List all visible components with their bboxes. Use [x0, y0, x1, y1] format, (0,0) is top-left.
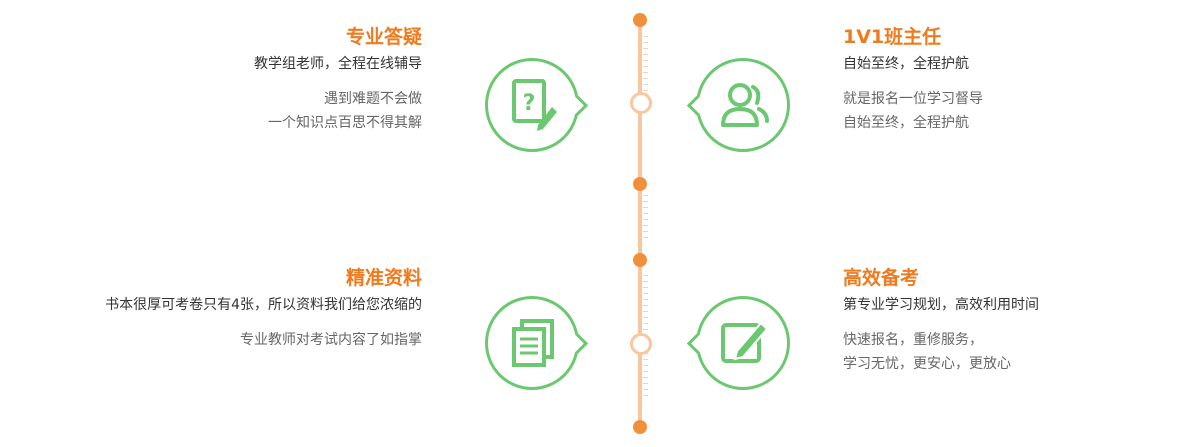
feature-icon-circle: ? — [485, 58, 589, 152]
feature-line: 自始至终，全程护航 — [843, 115, 969, 131]
documents-icon — [512, 319, 554, 367]
feature-answering: 专业答疑 教学组老师，全程在线辅导 遇到难题不会做 一个知识点百思不得其解 — [254, 24, 422, 135]
feature-title: 精准资料 — [345, 267, 422, 289]
edit-icon — [721, 321, 769, 363]
timeline-line — [638, 20, 642, 428]
feature-line: 就是报名一位学习督导 — [843, 91, 983, 107]
feature-title: 高效备考 — [843, 267, 920, 289]
feature-subtitle: 书本很厚可考卷只有4张，所以资料我们给您浓缩的 — [105, 297, 422, 313]
timeline-ring — [630, 92, 652, 114]
feature-line: 专业教师对考试内容了如指掌 — [240, 332, 422, 348]
users-icon — [721, 83, 769, 127]
feature-line: 快速报名，重修服务， — [843, 332, 983, 348]
feature-subtitle: 第专业学习规划，高效利用时间 — [843, 297, 1039, 313]
feature-line: 遇到难题不会做 — [324, 91, 422, 107]
timeline-dot — [633, 253, 647, 267]
feature-title: 1V1班主任 — [843, 26, 942, 48]
timeline-ticks-mid — [643, 195, 649, 243]
feature-materials: 精准资料 书本很厚可考卷只有4张，所以资料我们给您浓缩的 专业教师对考试内容了如… — [105, 265, 422, 352]
timeline-dot — [633, 177, 647, 191]
svg-text:?: ? — [523, 91, 536, 116]
timeline-dot — [633, 420, 647, 434]
feature-exam-prep: 高效备考 第专业学习规划，高效利用时间 快速报名，重修服务， 学习无忧，更安心，… — [843, 265, 1039, 376]
feature-icon-circle — [485, 296, 589, 390]
timeline-dot — [633, 13, 647, 27]
question-paper-icon: ? — [512, 79, 557, 131]
feature-description: 专业教师对考试内容了如指掌 — [105, 328, 422, 352]
feature-description: 遇到难题不会做 一个知识点百思不得其解 — [254, 87, 422, 135]
feature-description: 就是报名一位学习督导 自始至终，全程护航 — [843, 87, 983, 135]
feature-homeroom-teacher: 1V1班主任 自始至终，全程护航 就是报名一位学习督导 自始至终，全程护航 — [843, 24, 983, 135]
feature-icon-circle — [686, 58, 790, 152]
feature-line: 一个知识点百思不得其解 — [268, 115, 422, 131]
feature-description: 快速报名，重修服务， 学习无忧，更安心，更放心 — [843, 328, 1039, 376]
feature-title: 专业答疑 — [345, 26, 422, 48]
feature-subtitle: 自始至终，全程护航 — [843, 56, 969, 72]
feature-icon-circle — [686, 296, 790, 390]
feature-line: 学习无忧，更安心，更放心 — [843, 356, 1011, 372]
timeline-ring — [630, 333, 652, 355]
feature-subtitle: 教学组老师，全程在线辅导 — [254, 56, 422, 72]
